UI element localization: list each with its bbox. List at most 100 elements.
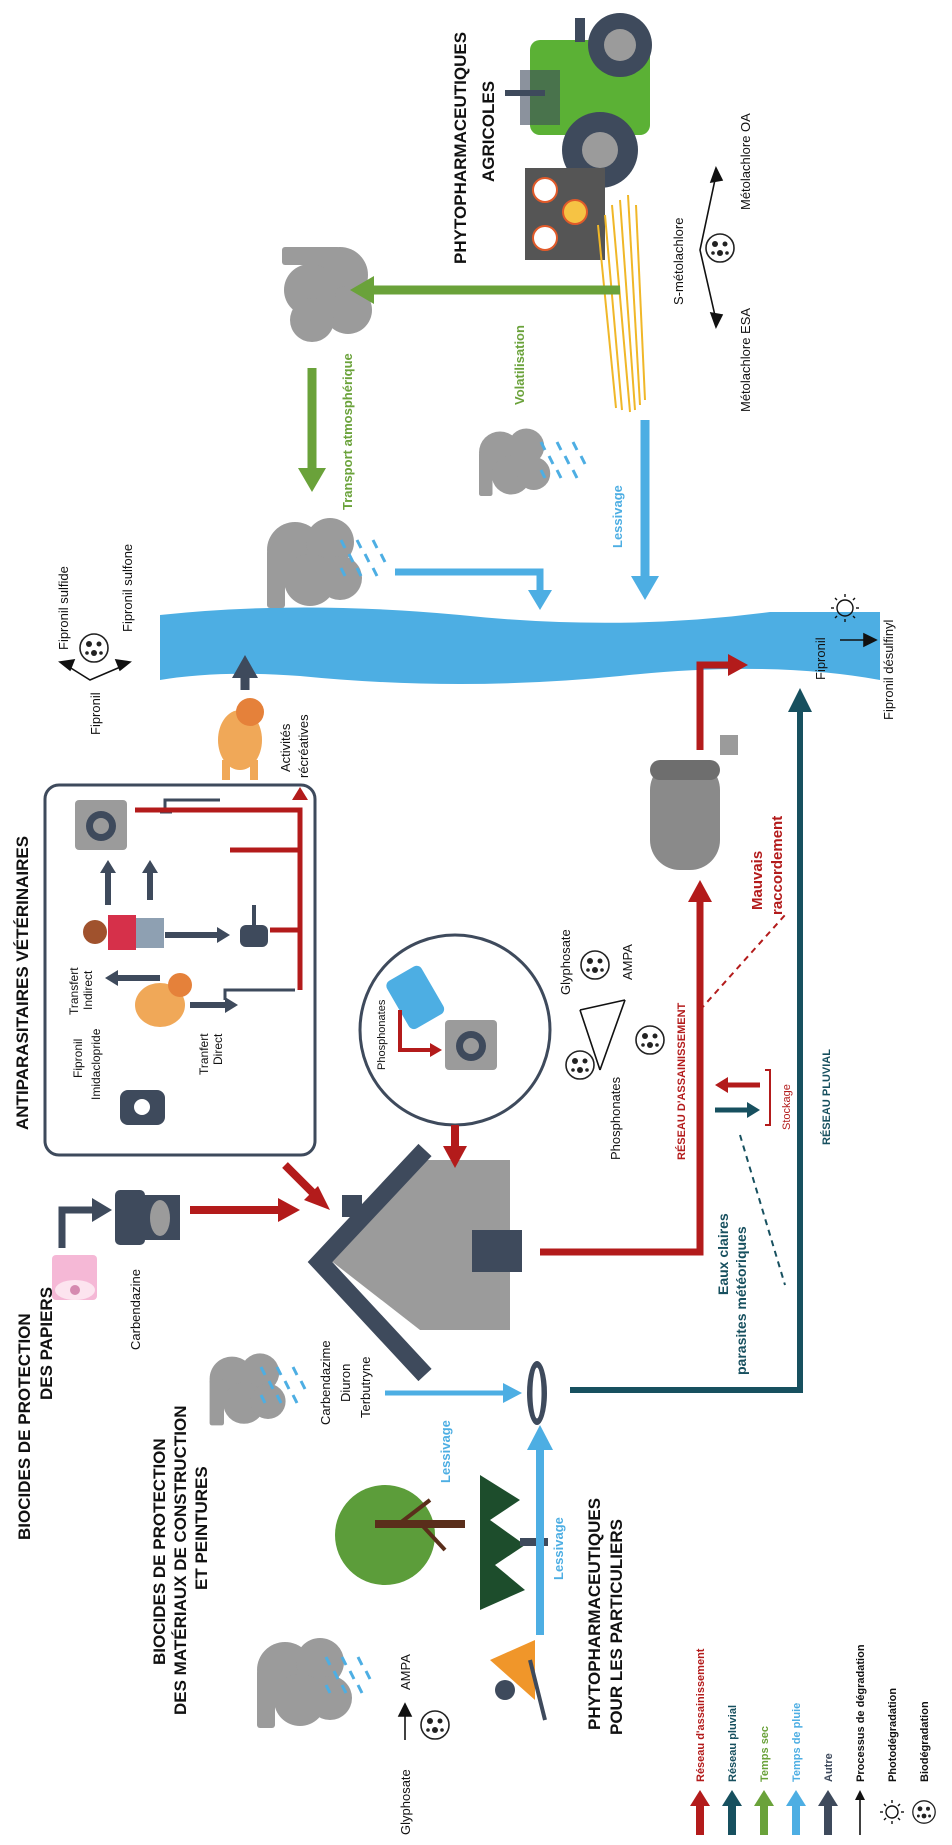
antiparasitaires-box	[43, 783, 317, 1157]
tractor-icon	[505, 13, 652, 188]
label-stockage: Stockage	[781, 1084, 793, 1130]
arrow-up-icon	[722, 1790, 742, 1835]
title-phyto-particuliers-2: POUR LES PARTICULIERS	[607, 1519, 626, 1735]
label-lessivage-garden: Lessivage	[551, 1517, 566, 1580]
label-eaux-claires-2: parasites météoriques	[733, 1226, 749, 1375]
sewer-network-line	[540, 880, 712, 1256]
arrow-up-icon	[690, 1790, 710, 1835]
spray-bottle-icon	[120, 1090, 165, 1125]
legend-label: Réseau d'assainissement	[695, 1648, 707, 1782]
crop-field-icon	[597, 194, 646, 413]
tree-icon	[335, 1485, 465, 1585]
house-icon	[307, 1143, 522, 1382]
label-lessivage-agri: Lessivage	[610, 485, 625, 548]
sink-icon	[240, 905, 268, 947]
label-terbutryne: Terbutryne	[358, 1357, 373, 1418]
label-fipronil-river: Fipronil	[813, 637, 828, 680]
microbe-icon	[580, 950, 610, 980]
label-fipronil-box: Fipronil	[71, 1039, 85, 1078]
wheelbarrow-icon	[490, 1640, 547, 1721]
arrow-up-icon	[818, 1790, 838, 1835]
label-fipronil-sulfide: Fipronil sulfide	[56, 566, 71, 650]
treatment-plant-icon	[650, 735, 738, 870]
legend-item: Photodégradation	[880, 1688, 904, 1824]
cloud-river	[267, 518, 362, 608]
label-imidaclopride-box: Imidaclopride	[89, 1028, 103, 1100]
legend-label: Biodégradation	[919, 1701, 931, 1782]
arrow-stockage-down	[715, 1102, 760, 1118]
label-carbendazine: Carbendazine	[128, 1269, 143, 1350]
label-reseau-assainissement: RÉSEAU D'ASSAINISSEMENT	[675, 1002, 688, 1160]
person-icon	[83, 915, 164, 950]
degradation-arrows-metolachlore	[699, 165, 724, 330]
label-metolachlore-oa: Métolachlore OA	[738, 113, 753, 210]
label-fipronil-desulfinyl: Fipronil désulfinyl	[881, 619, 896, 720]
tree-icon-2	[480, 1475, 548, 1610]
label-diuron: Diuron	[338, 1364, 353, 1402]
label-lessivage-roof: Lessivage	[438, 1420, 453, 1483]
legend-item: Processus de dégradation	[855, 1644, 867, 1835]
label-transfert-direct-2: Direct	[211, 1033, 225, 1065]
arrow-up-icon	[786, 1790, 806, 1835]
title-phyto-particuliers-1: PHYTOPHARMACEUTIQUES	[585, 1498, 604, 1730]
arrow-rain-to-river	[395, 568, 552, 610]
label-activites-2: récréatives	[296, 714, 311, 778]
label-activites-1: Activités	[278, 723, 293, 772]
title-phyto-agricoles-1: PHYTOPHARMACEUTIQUES	[451, 32, 470, 264]
microbe-icon	[705, 233, 735, 263]
label-glyphosate-left: Glyphosate	[398, 1769, 413, 1835]
detergent-bottle-icon	[386, 965, 445, 1030]
label-transfert-direct-1: Tranfert	[197, 1033, 211, 1075]
degradation-arrow-fipronil-river	[840, 632, 878, 648]
arrow-up-icon	[754, 1790, 774, 1835]
legend-item: Réseau d'assainissement	[690, 1648, 710, 1835]
arrow-volatilisation	[350, 276, 620, 304]
title-biocides-papiers-1: BIOCIDES DE PROTECTION	[15, 1313, 34, 1540]
label-glyphosate: Glyphosate	[558, 929, 573, 995]
microbe-icon	[912, 1800, 936, 1824]
cloud-middle	[479, 428, 551, 496]
eaux-claires-dashed	[739, 1134, 786, 1286]
label-reseau-pluvial: RÉSEAU PLUVIAL	[820, 1049, 833, 1145]
degradation-arrows-fipronil	[58, 659, 132, 681]
label-ampa: AMPA	[620, 944, 635, 980]
title-phyto-agricoles-2: AGRICOLES	[479, 81, 498, 182]
legend-item: Réseau pluvial	[722, 1705, 742, 1835]
title-biocides-materiaux-1: BIOCIDES DE PROTECTION	[150, 1438, 169, 1665]
label-mauvais-1: Mauvais	[749, 851, 766, 910]
arrow-lessivage-agri	[631, 420, 659, 600]
degradation-arrows-phosphonates	[579, 999, 626, 1071]
label-transfert-indirect-2: Indirect	[81, 970, 95, 1010]
dog-icon	[218, 698, 264, 780]
arrow-box-to-house	[282, 1162, 330, 1210]
legend-label: Réseau pluvial	[727, 1705, 739, 1782]
legend-label: Autre	[823, 1753, 835, 1782]
washing-machine-icon	[75, 800, 127, 850]
title-antiparasitaires: ANTIPARASITAIRES VÉTÉRINAIRES	[13, 836, 32, 1130]
arrow-phosphonates-circle	[398, 1010, 442, 1057]
label-carbendazime: Carbendazime	[318, 1340, 333, 1425]
microbe-icon	[79, 633, 109, 663]
label-transport-atmospherique: Transport atmosphérique	[340, 353, 355, 510]
microbe-icon	[565, 1050, 595, 1080]
sprayer-icon	[525, 168, 605, 260]
legend-item: Temps de pluie	[786, 1703, 806, 1835]
legend-label: Temps de pluie	[791, 1703, 803, 1782]
thin-arrow-icon	[855, 1790, 865, 1835]
shower-icon-2	[223, 988, 295, 1000]
mauvais-raccordement-line	[699, 914, 786, 1011]
box-sewer-arrow	[292, 787, 308, 800]
title-biocides-materiaux-3: ET PEINTURES	[192, 1466, 211, 1590]
label-volatilisation: Volatilisation	[512, 325, 527, 405]
cloud-left-upper	[209, 1353, 286, 1426]
title-biocides-materiaux-2: DES MATÉRIAUX DE CONSTRUCTION	[171, 1406, 190, 1715]
arrow-transport-atmospherique	[298, 368, 326, 492]
legend-label: Processus de dégradation	[855, 1644, 867, 1782]
toilet-paper-icon	[52, 1255, 97, 1300]
arrow-papier-to-house	[190, 1198, 300, 1222]
box-arrows	[100, 860, 238, 1013]
microbe-icon	[635, 1025, 665, 1055]
title-biocides-papiers-2: DES PAPIERS	[37, 1287, 56, 1400]
arrow-phosphonates-to-house	[443, 1125, 467, 1168]
